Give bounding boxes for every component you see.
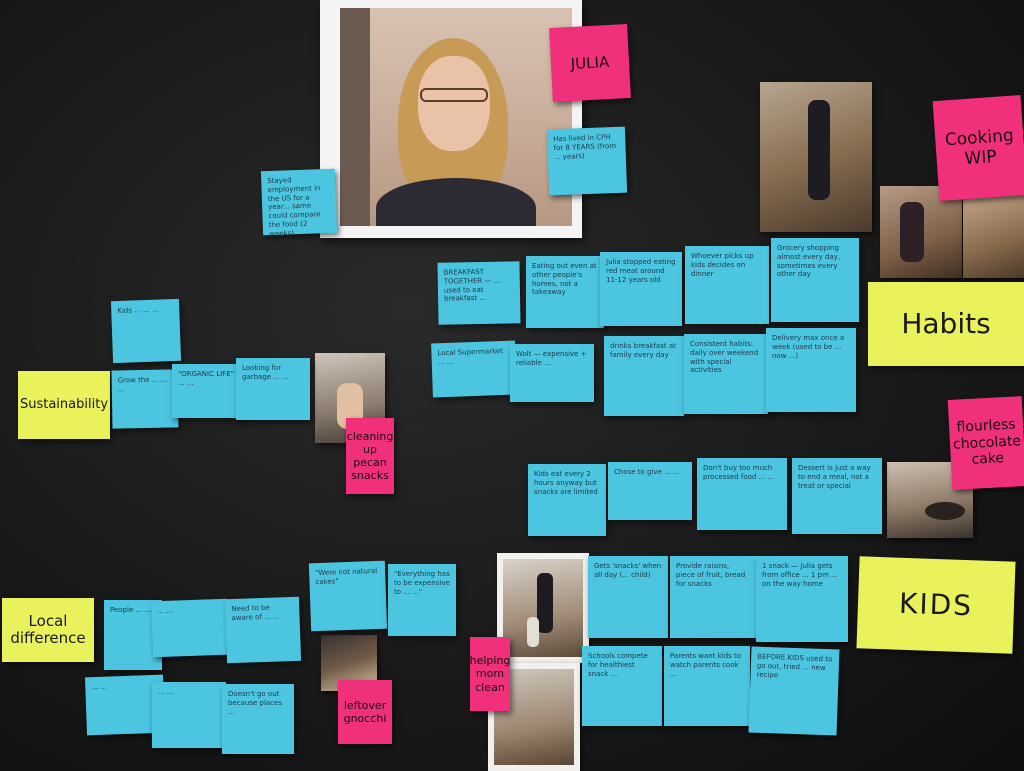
sticky-note: Schools compete for healthiest snack ... [582, 646, 662, 726]
kitchen-photo-1 [760, 82, 872, 232]
sticky-note: Julia stopped eating red meat around 11-… [600, 252, 682, 326]
sticky-note: Dessert is just a way to end a meal, not… [792, 458, 882, 534]
cake-photo [887, 462, 973, 538]
label-local-difference: Local difference [2, 598, 94, 662]
sticky-note: Wolt — expensive + reliable ... [510, 344, 594, 402]
sticky-note: BEFORE KIDS used to go out, tried ... ne… [748, 646, 840, 736]
sticky-note: 1 snack — Julia gets from office ... 1 p… [756, 556, 848, 642]
sticky-note: Grow the ... ... ... [111, 369, 179, 429]
sticky-note: Delivery max once a week (used to be ...… [766, 328, 856, 412]
sticky-note: drinks breakfast at family every day [604, 336, 684, 416]
label-habits: Habits [868, 282, 1024, 366]
sticky-note: ... ... [152, 682, 226, 748]
sticky-note: Has lived in CPH for 8 YEARS (from ... y… [546, 126, 628, 196]
sticky-note: Gets 'snacks' when all day (... child) [588, 556, 668, 638]
sticky-note: "Were not natural cakes" [308, 560, 388, 632]
label-kids: KIDS [856, 556, 1016, 654]
sticky-note: BREAKFAST TOGETHER — ... used to eat bre… [437, 261, 521, 325]
sticky-note: Grocery shopping almost every day, somet… [771, 238, 859, 322]
glasses [420, 88, 488, 102]
sticky-note: Kids ... ... ... [110, 298, 182, 364]
sticky-note: "Everything has to be expensive to ... .… [388, 564, 456, 636]
sticky-note: Need to be aware of ... ... [224, 596, 302, 664]
sticky-note: Parents want kids to watch parents cook … [664, 646, 750, 726]
sticky-note: Whoever picks up kids decides on dinner [685, 246, 769, 324]
label-sustainability: Sustainability [18, 371, 110, 439]
label-helping-mom-clean: helping mom clean [470, 637, 510, 711]
sticky-note: Provide raisins, piece of fruit, bread f… [670, 556, 756, 638]
sticky-note: Chose to give ... ... [608, 462, 692, 520]
sticky-note: Stayed employment in the US for a year..… [260, 168, 338, 236]
sticky-note: Doesn't go out because places ... [222, 684, 294, 754]
sticky-note: ... ... [151, 598, 229, 658]
label-cleaning-snacks: cleaning up pecan snacks [346, 418, 394, 494]
portrait-frame [320, 0, 582, 238]
kitchen-photo-3 [963, 190, 1024, 278]
label-julia: JULIA [549, 24, 631, 102]
sticky-note: Eating out even at other people's homes,… [526, 256, 604, 328]
kids-kitchen-photo [497, 553, 589, 663]
person-face [418, 56, 490, 151]
sticky-note: Don't buy too much processed food ... ..… [697, 458, 787, 530]
label-leftover-gnocchi: leftover gnocchi [338, 680, 392, 744]
sticky-note: Looking for garbage ... ... [236, 358, 310, 420]
sticky-note: "ORGANIC LIFE" ... ... [172, 364, 244, 418]
sticky-note: Local Supermarket ... ... [431, 340, 517, 398]
portrait-photo [340, 8, 572, 226]
kitchen-photo-2 [880, 186, 962, 278]
sticky-note: Consistent habits: daily over weekend wi… [684, 334, 768, 414]
label-cooking-wip: Cooking WIP [932, 95, 1024, 201]
label-flourless-cake: flourless chocolate cake [947, 396, 1024, 490]
sticky-note: Kids eat every 2 hours anyway but snacks… [528, 464, 606, 536]
person-shirt [376, 178, 536, 226]
